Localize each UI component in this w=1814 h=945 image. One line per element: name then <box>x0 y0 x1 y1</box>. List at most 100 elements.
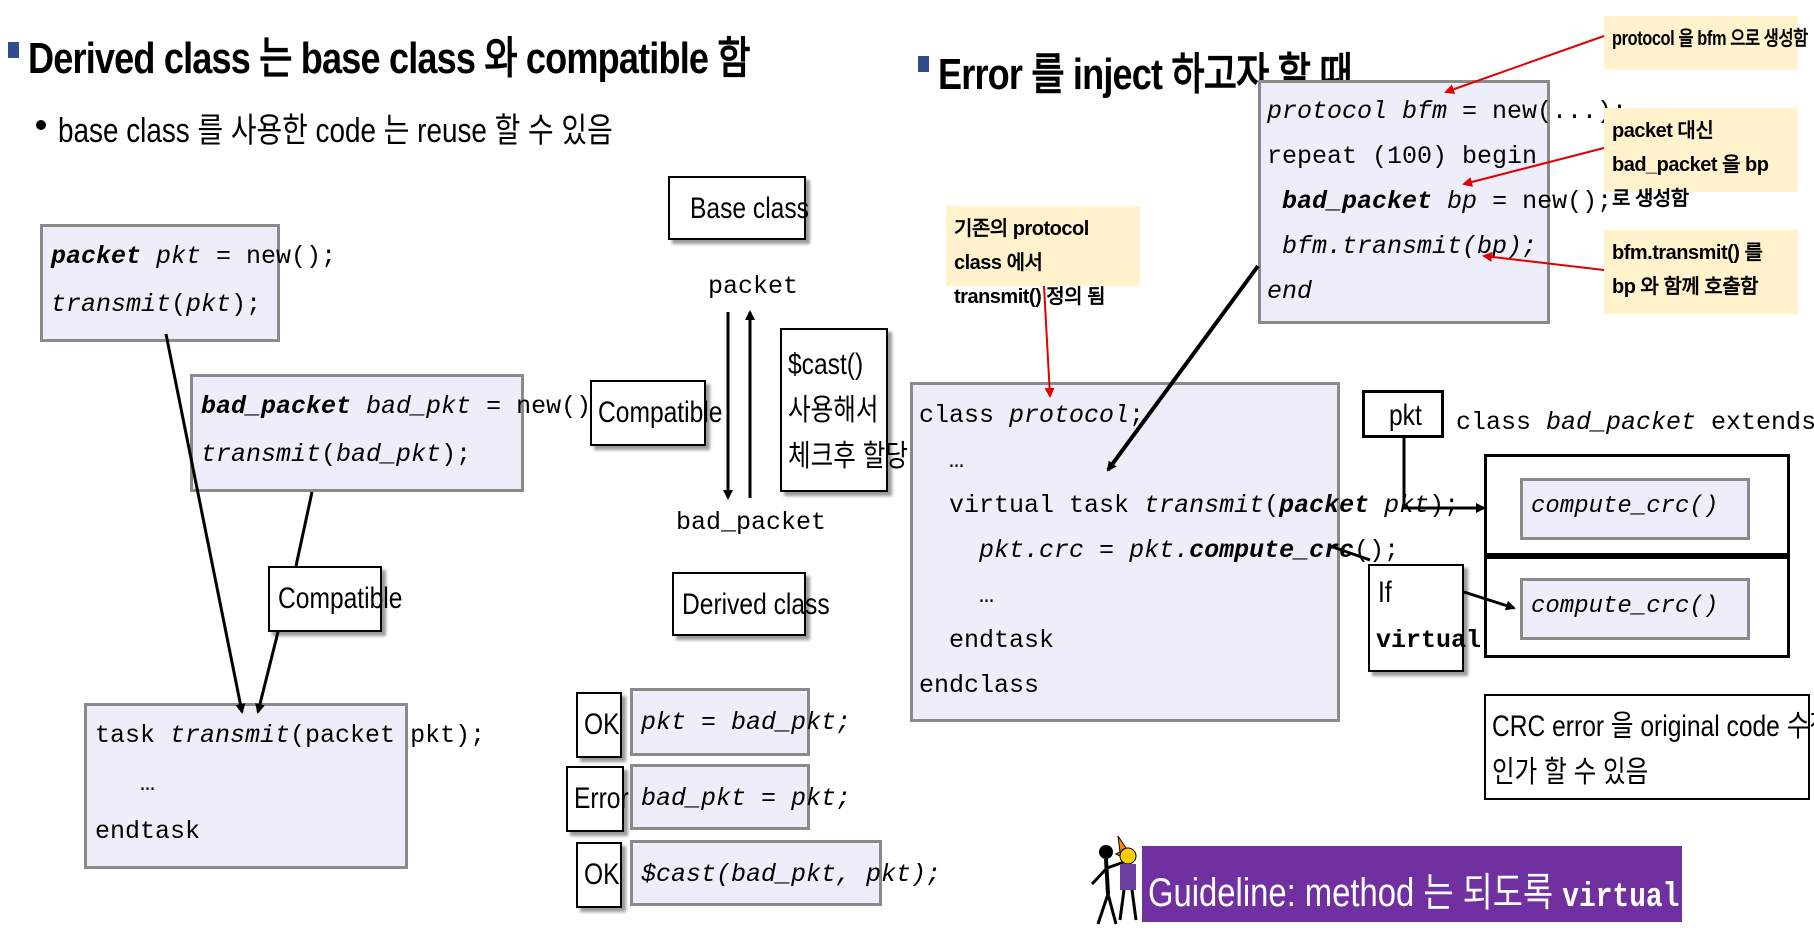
bad-packet-extends-line: class bad_packet extends packet; <box>1456 408 1814 437</box>
note-bad-packet-text: packet 대신 bad_packet 을 bp 로 생성함 <box>1612 120 1769 210</box>
virtual-keyword: virtual <box>1376 626 1482 655</box>
bfm-code-box: protocol bfm = new(...); repeat (100) be… <box>1258 80 1627 324</box>
virtual-task-keyword: virtual task <box>949 491 1145 520</box>
kw-bad-packet: bad_packet <box>201 392 352 421</box>
sub-bullet-dot <box>36 120 46 130</box>
crc-note-line-1: CRC error 을 original code 수정 없이 <box>1492 710 1814 743</box>
task-transmit-box: task transmit(packet pkt); … endtask <box>84 703 485 869</box>
new-call: = new(); <box>1477 187 1613 216</box>
bad-packet-label: bad_packet <box>676 508 827 537</box>
row-3-code: $cast(bad_pkt, pkt); <box>630 840 941 906</box>
row-3-code-text: $cast(bad_pkt, pkt); <box>641 860 942 889</box>
red-arrow-protocol <box>1043 285 1055 398</box>
arrow-bfm-to-class <box>1106 264 1260 472</box>
note-transmit-text: bfm.transmit() 를 bp 와 함께 호출함 <box>1612 242 1763 298</box>
task-name: transmit <box>170 721 291 750</box>
arrow-compatible-to-task <box>255 631 280 714</box>
class-name-protocol: protocol <box>1009 401 1130 430</box>
arg-pkt: pkt <box>1369 491 1430 520</box>
compute-crc-derived: compute_crc() <box>1520 578 1750 640</box>
transmit-call: transmit <box>201 440 322 469</box>
ellipsis: … <box>979 581 995 610</box>
cast-note-line-3: 체크후 할당 <box>788 440 909 473</box>
paren-close: ); <box>1429 491 1460 520</box>
arrow-pkt-to-task <box>164 333 246 714</box>
equals: = <box>1084 536 1130 565</box>
note-bfm-text: protocol 을 bfm 으로 생성함 <box>1612 28 1808 50</box>
task-transmit: transmit <box>1144 491 1265 520</box>
class-keyword: class <box>919 401 1010 430</box>
protocol-bfm: protocol bfm <box>1267 97 1448 126</box>
red-arrow-transmit <box>1482 251 1605 271</box>
protocol-class-box: class protocol; … virtual task transmit(… <box>910 382 1459 722</box>
arrow-badpkt-to-compatible <box>294 491 314 567</box>
left-heading: Derived class 는 base class 와 compatible … <box>28 34 751 83</box>
endtask-keyword: endtask <box>95 817 201 846</box>
status-error: Error <box>566 766 629 832</box>
compute-crc-call: compute_crc <box>1189 536 1355 565</box>
cast-note-line-2: 사용해서 <box>788 394 879 427</box>
heading-bullet <box>8 42 19 58</box>
pkt-label: pkt <box>1389 399 1422 432</box>
compatible-middle-label: Compatible <box>598 396 723 429</box>
compatible-label: Compatible <box>278 582 403 615</box>
end-keyword: end <box>1267 277 1313 306</box>
var-pkt: pkt <box>156 242 202 271</box>
guideline-keyword: virtual <box>1562 879 1680 917</box>
endclass-keyword: endclass <box>919 671 1040 700</box>
derived-class-label: Derived class <box>682 588 830 621</box>
new-call: = new(); <box>201 242 337 271</box>
row-1-code: pkt = bad_pkt; <box>630 688 851 756</box>
base-class-label: Base class <box>690 192 809 225</box>
left-subbullet: base class 를 사용한 code 는 reuse 할 수 있음 <box>58 112 613 150</box>
arrow-pkt-to-compute <box>1402 438 1486 513</box>
row-1-code-text: pkt = bad_pkt; <box>641 708 852 737</box>
note-bad-packet: packet 대신 bad_packet 을 bp 로 생성함 <box>1604 108 1798 210</box>
status-ok-2-text: OK <box>584 858 620 891</box>
paren-open: ( <box>1264 491 1280 520</box>
if-label: If <box>1378 576 1392 609</box>
call-parens: (); <box>1354 536 1400 565</box>
endtask-keyword: endtask <box>949 626 1055 655</box>
if-virtual-box: If virtual <box>1368 564 1481 672</box>
compute-crc-base: compute_crc() <box>1520 478 1750 540</box>
transmit-call: transmit <box>51 290 172 319</box>
red-arrow-bp <box>1462 147 1605 187</box>
note-transmit: bfm.transmit() 를 bp 와 함께 호출함 <box>1604 230 1798 314</box>
arrow-ifvirtual-to-method <box>1463 590 1516 611</box>
ellipsis: … <box>949 446 965 475</box>
cast-note-line-1: $cast() <box>788 348 864 381</box>
red-arrow-bfm <box>1444 35 1605 95</box>
guideline-banner: Guideline: method 는 되도록 virtual 로 선언 <box>1142 846 1788 922</box>
task-args: (packet pkt); <box>290 721 486 750</box>
status-ok-1-text: OK <box>584 708 620 741</box>
packet-label: packet <box>708 272 799 301</box>
note-bfm: protocol 을 bfm 으로 생성함 <box>1604 16 1808 70</box>
compatible-middle-box: Compatible <box>590 380 722 446</box>
crc-note-line-2: 인가 할 수 있음 <box>1492 756 1649 789</box>
repeat-line: repeat (100) begin <box>1267 142 1538 171</box>
arg-bad-pkt: bad_pkt <box>336 440 442 469</box>
status-ok-2: OK <box>576 842 622 908</box>
arg-pkt: pkt <box>186 290 232 319</box>
cast-note-box: $cast() 사용해서 체크후 할당 <box>780 328 908 492</box>
row-2-code-text: bad_pkt = pkt; <box>641 784 852 813</box>
compute-crc-base-text: compute_crc() <box>1531 493 1719 520</box>
guideline-text: Guideline: method 는 되도록 <box>1148 871 1563 915</box>
crc-error-note: CRC error 을 original code 수정 없이 인가 할 수 있… <box>1484 694 1814 800</box>
base-class-box: Base class <box>668 176 809 240</box>
row-2-code: bad_pkt = pkt; <box>630 764 851 830</box>
arrow-compute-to-ifvirtual <box>1329 544 1371 562</box>
class-name-bad-packet: bad_packet <box>1546 408 1697 437</box>
note-protocol-class-text: 기존의 protocol class 에서 transmit() 정의 됨 <box>954 218 1106 308</box>
note-protocol-class: 기존의 protocol class 에서 transmit() 정의 됨 <box>946 206 1140 308</box>
status-ok-1: OK <box>576 692 622 758</box>
heading-bullet <box>918 56 929 72</box>
stick-figure-icon <box>1088 832 1168 932</box>
compute-crc-derived-text: compute_crc() <box>1531 593 1719 620</box>
extends-keyword: extends <box>1711 408 1814 437</box>
bfm-transmit-call: bfm.transmit(bp); <box>1282 232 1538 261</box>
pkt-box: pkt <box>1362 390 1444 438</box>
